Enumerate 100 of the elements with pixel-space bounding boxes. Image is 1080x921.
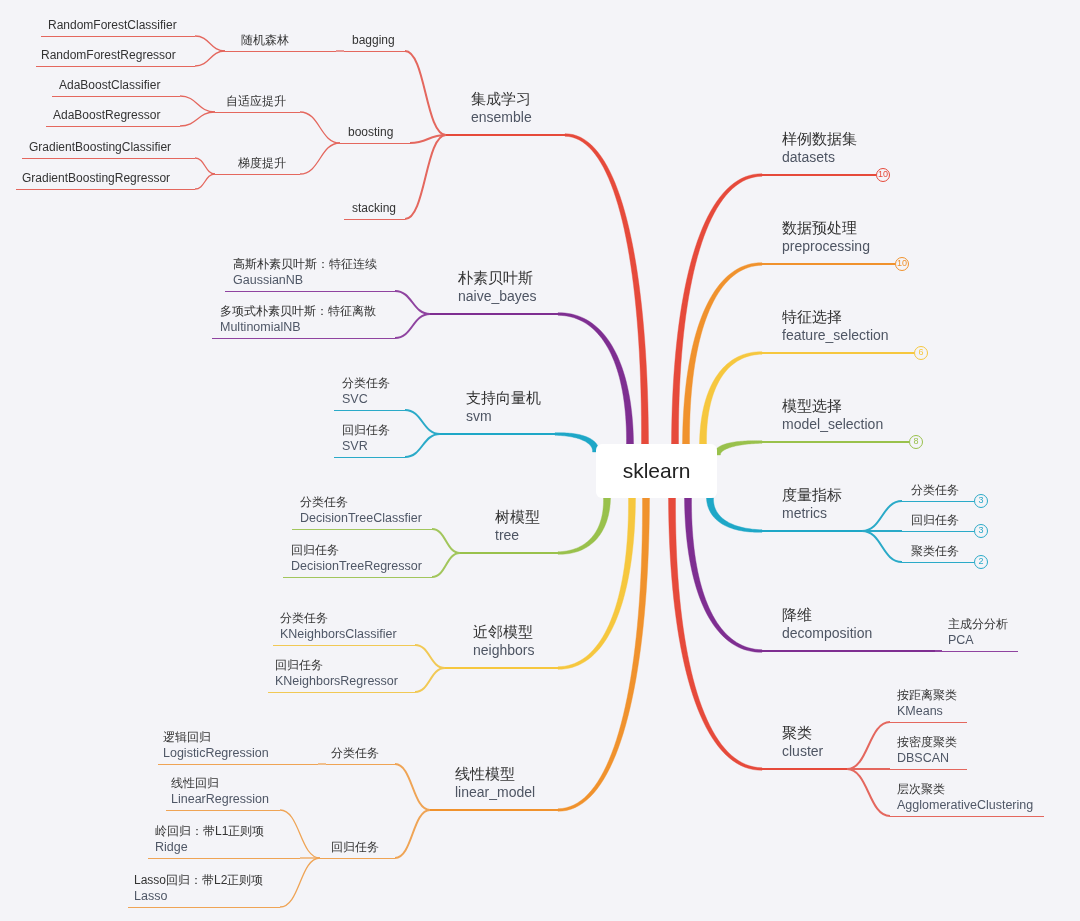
topic-label: 多项式朴素贝叶斯：特征离散 [220,302,377,319]
topic-label: boosting [348,123,395,140]
topic-sublabel: tree [495,526,521,546]
topic-sublabel: datasets [782,148,836,168]
topic-label: 梯度提升 [238,154,287,171]
branch-line [194,35,226,52]
topic-sublabel: decomposition [782,624,874,644]
topic-label: 样例数据集 [782,129,858,149]
topic-label: 聚类 [782,723,813,743]
topic-label: 主成分分析 [948,615,1009,632]
topic-label: stacking [352,199,398,216]
underlined-topic [225,31,336,52]
topic-label: 回归任务 [342,421,391,438]
branch-line [699,351,763,445]
branch-line [179,95,216,113]
topic-label: 聚类任务 [911,542,960,559]
underlined-topic [890,686,967,723]
branch-line [394,809,431,859]
count-badge: 10 [876,168,890,182]
topic-label: 朴素贝叶斯 [458,268,534,288]
underlined-topic [158,728,318,765]
underlined-topic [215,92,300,113]
topic-label: 分类任务 [342,374,391,391]
underlined-topic [460,507,558,555]
branch-line [934,650,943,652]
underlined-topic [446,89,565,137]
underlined-topic [326,744,395,765]
branch-line [194,173,216,190]
branch-line [404,50,447,136]
branch-line [404,134,447,220]
underlined-topic [762,723,847,771]
underlined-topic [273,609,415,646]
branch-line [554,432,600,453]
topic-sublabel: KNeighborsRegressor [275,672,399,689]
topic-label: Lasso回归：带L2正则项 [134,871,265,888]
branch-line [564,133,649,445]
topic-sublabel: GaussianNB [233,271,305,288]
topic-sublabel: SVR [342,437,369,454]
topic-sublabel: neighbors [473,641,536,661]
underlined-topic [430,764,558,812]
topic-sublabel: Lasso [134,887,169,904]
topic-label: RandomForestClassifier [48,16,178,33]
branch-line [706,497,763,533]
branch-line [557,312,634,445]
topic-sublabel: LogisticRegression [163,744,270,761]
topic-label: AdaBoostRegressor [53,106,162,123]
underlined-topic [942,615,1018,652]
branch-line [299,142,341,175]
topic-label: 支持向量机 [466,388,542,408]
branch-line [279,857,321,908]
underlined-topic [212,302,395,339]
topic-label: 数据预处理 [782,218,858,238]
topic-label: 集成学习 [471,89,532,109]
topic-label: 回归任务 [331,838,380,855]
branch-line [335,50,345,52]
topic-label: GradientBoostingRegressor [22,169,172,186]
topic-label: AdaBoostClassifier [59,76,162,93]
topic-sublabel: Ridge [155,838,189,855]
underlined-topic [292,493,432,530]
topic-sublabel: cluster [782,742,825,762]
underlined-topic [762,218,895,266]
count-badge: 2 [974,555,988,569]
underlined-topic [445,622,558,670]
underlined-topic [128,871,280,908]
underlined-topic [334,374,405,411]
branch-line [557,497,650,812]
underlined-topic [430,268,558,316]
topic-sublabel: feature_selection [782,326,890,346]
topic-sublabel: DecisionTreeClassfier [300,509,423,526]
branch-line [846,768,891,817]
underlined-topic [762,605,935,653]
topic-label: GradientBoostingClassifier [29,138,173,155]
topic-sublabel: metrics [782,504,829,524]
count-badge: 8 [909,435,923,449]
topic-label: 分类任务 [331,744,380,761]
underlined-topic [215,154,300,175]
topic-label: 树模型 [495,507,541,527]
topic-sublabel: AgglomerativeClustering [897,796,1035,813]
topic-sublabel: model_selection [782,415,885,435]
branch-line [194,50,226,67]
underlined-topic [166,774,280,811]
topic-label: 回归任务 [275,656,324,673]
count-badge: 6 [914,346,928,360]
topic-label: bagging [352,31,396,48]
underlined-topic [334,421,405,458]
underlined-topic [762,129,876,177]
underlined-topic [283,541,432,578]
underlined-topic [762,485,862,533]
branch-line [194,157,216,175]
topic-sublabel: DecisionTreeRegressor [291,557,423,574]
underlined-topic [320,838,395,859]
branch-line [682,262,763,445]
count-badge: 3 [974,524,988,538]
branch-line [431,552,461,578]
topic-label: 特征选择 [782,307,843,327]
topic-sublabel: LinearRegression [171,790,270,807]
topic-label: 回归任务 [911,511,960,528]
count-badge: 3 [974,494,988,508]
topic-label: 按距离聚类 [897,686,958,703]
topic-sublabel: naive_bayes [458,287,538,307]
